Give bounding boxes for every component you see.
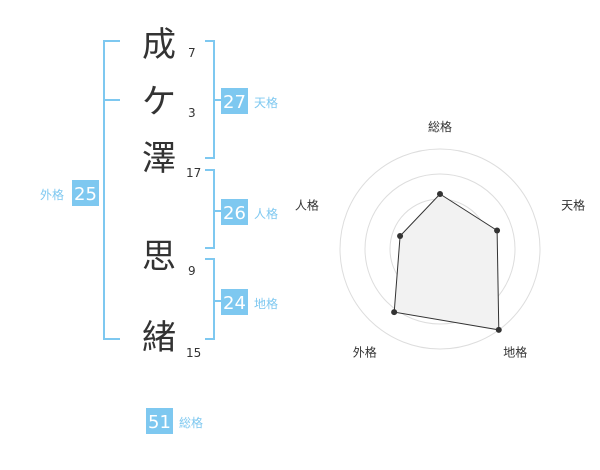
gaikaku-badge-box: [72, 180, 99, 206]
gaikaku-bracket: [103, 40, 120, 340]
jinkaku-badge: 26 人格: [221, 199, 278, 225]
soukaku-badge-box: [146, 408, 173, 434]
gaikaku-value: 25: [74, 184, 97, 205]
chikaku-label: 地格: [254, 296, 278, 311]
stroke-count-2: 3: [188, 106, 196, 120]
name-char-3: 澤: [142, 139, 176, 179]
tenkaku-bracket-line: [205, 40, 215, 159]
gaikaku-label: 外格: [40, 187, 64, 202]
stroke-count-4: 9: [188, 264, 196, 278]
name-char-2: ケ: [142, 82, 176, 122]
name-char-5: 緒: [142, 318, 176, 358]
chikaku-bracket-line: [205, 258, 215, 340]
jinkaku-badge-box: [221, 199, 248, 225]
radar-axis-label-3: 地格: [503, 345, 527, 360]
chikaku-value: 24: [223, 293, 246, 314]
tenkaku-badge-box: [221, 88, 248, 114]
tenkaku-bracket: [205, 40, 221, 159]
radar-point-3: [495, 326, 502, 333]
radar-point-1: [437, 191, 443, 197]
tenkaku-badge: 27 天格: [221, 88, 278, 114]
radar-series-polygon: [393, 193, 500, 331]
stroke-count-1: 7: [188, 46, 196, 60]
name-char-1: 成: [142, 25, 176, 65]
radar-point-5: [397, 233, 404, 240]
chikaku-bracket: [205, 258, 221, 340]
soukaku-value: 51: [148, 412, 171, 433]
radar-points: [391, 191, 502, 333]
jinkaku-label: 人格: [254, 206, 278, 221]
soukaku-label: 総格: [179, 415, 203, 430]
jinkaku-bracket-line: [205, 169, 215, 249]
stroke-count-3: 17: [186, 166, 201, 180]
stroke-count-5: 15: [186, 346, 201, 360]
radar-ring-4: [339, 148, 541, 350]
name-char-4: 思: [142, 237, 176, 277]
radar-axis-label-1: 総格: [428, 119, 452, 134]
radar-axis-label-5: 人格: [295, 198, 319, 213]
jinkaku-bracket: [205, 169, 221, 249]
gaikaku-bracket-line: [103, 40, 120, 340]
chikaku-badge-box: [221, 289, 248, 315]
tenkaku-value: 27: [223, 92, 246, 113]
gaikaku-badge: 外格 25: [40, 180, 99, 206]
radar-ring-3: [364, 173, 516, 325]
radar-axis-label-4: 外格: [353, 345, 377, 360]
chikaku-badge: 24 地格: [221, 289, 278, 315]
radar-axis-label-2: 天格: [561, 198, 585, 213]
tenkaku-label: 天格: [254, 95, 278, 110]
jinkaku-value: 26: [223, 203, 246, 224]
radar-point-4: [391, 309, 398, 316]
radar-point-2: [494, 227, 501, 234]
soukaku-badge: 51 総格: [146, 408, 203, 434]
name-characters: 成 7 ケ 3 澤 17 思 9 緒 15: [142, 25, 201, 360]
